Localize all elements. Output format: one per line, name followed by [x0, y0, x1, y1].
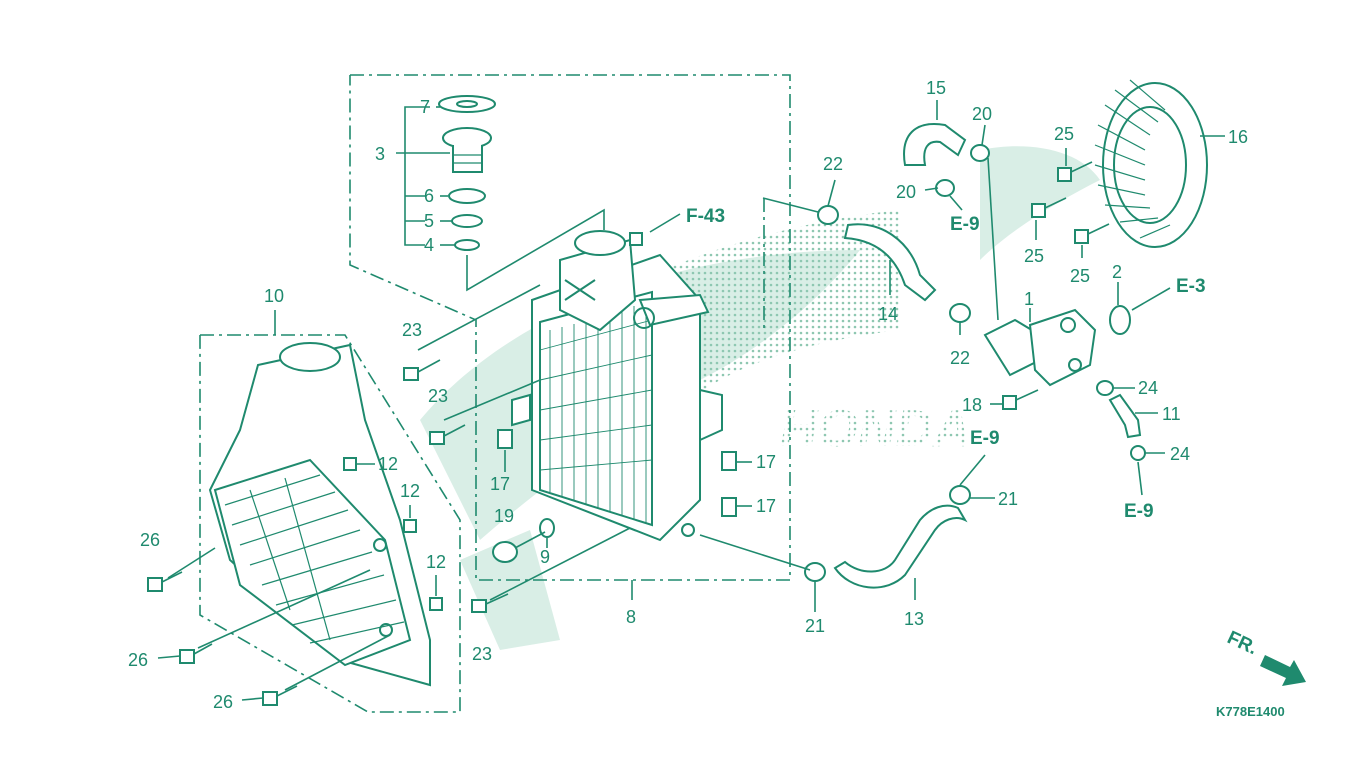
label-part26-c: 26 [213, 692, 233, 712]
hose-part13 [833, 504, 968, 589]
label-part17-b: 17 [756, 452, 776, 472]
label-part24-b: 24 [1170, 444, 1190, 464]
label-part26-b: 26 [128, 650, 148, 670]
ref-f43: F-43 [686, 206, 725, 227]
label-part11: 11 [1162, 404, 1181, 424]
label-part26-a: 26 [140, 530, 160, 550]
seal-part5 [451, 214, 483, 228]
label-part17-a: 17 [490, 474, 510, 494]
washer-part7 [438, 95, 496, 113]
label-part6: 6 [424, 186, 434, 206]
hose-part11 [1108, 393, 1142, 439]
label-part20-b: 20 [896, 182, 916, 202]
label-part12-a: 12 [378, 454, 398, 474]
o-ring-part2 [1109, 305, 1131, 335]
label-part16: 16 [1228, 127, 1248, 147]
label-part8: 8 [626, 607, 636, 627]
label-part12-b: 12 [400, 481, 420, 501]
seal-part4 [454, 239, 480, 251]
bolt-part23 [403, 367, 419, 381]
hose-part15 [903, 123, 967, 166]
seal-part6 [448, 188, 486, 204]
label-part2: 2 [1112, 262, 1122, 282]
label-part10: 10 [264, 286, 284, 306]
label-part17-c: 17 [756, 496, 776, 516]
label-part25-b: 25 [1024, 246, 1044, 266]
cap-assembly [438, 95, 496, 251]
radiator-part8 [511, 230, 723, 542]
diagram-code: K778E1400 [1216, 704, 1285, 719]
label-part7: 7 [420, 97, 430, 117]
label-part25-c: 25 [1070, 266, 1090, 286]
section-references: F-43 E-9 E-9 E-9 E-3 [686, 206, 1206, 522]
part-labels: 7 3 6 5 4 10 23 23 12 12 12 26 26 26 17 … [128, 78, 1248, 712]
watermark-text: HONDA [780, 400, 971, 458]
label-part15: 15 [926, 78, 946, 98]
label-part13: 13 [904, 609, 924, 629]
label-part3: 3 [375, 144, 385, 164]
label-part22-a: 22 [823, 154, 843, 174]
label-part14: 14 [878, 304, 898, 324]
label-part12-c: 12 [426, 552, 446, 572]
label-part24-a: 24 [1138, 378, 1158, 398]
cooling-fan-part16 [1094, 79, 1208, 248]
ref-e9-b: E-9 [970, 428, 1000, 449]
leader-lines [157, 100, 1225, 701]
radiator-shroud-part10 [208, 342, 431, 687]
ref-e9-c: E-9 [1124, 501, 1154, 522]
label-part23-a: 23 [402, 320, 422, 340]
label-part9: 9 [540, 547, 550, 567]
label-part25-a: 25 [1054, 124, 1074, 144]
pump-cover-part1 [983, 308, 1097, 387]
hose-part14 [843, 223, 937, 302]
front-arrow-label: FR. [1224, 627, 1261, 659]
label-part21-a: 21 [998, 489, 1018, 509]
ref-e9-a: E-9 [950, 214, 980, 235]
label-part21-b: 21 [805, 616, 825, 636]
label-part19: 19 [494, 506, 514, 526]
label-part18: 18 [962, 395, 982, 415]
front-direction-arrow: FR. [1224, 627, 1306, 686]
label-part4: 4 [424, 235, 434, 255]
label-part5: 5 [424, 211, 434, 231]
label-part20-a: 20 [972, 104, 992, 124]
assembly-boundaries [199, 74, 791, 713]
ref-e3: E-3 [1176, 276, 1206, 297]
label-part22-b: 22 [950, 348, 970, 368]
label-part23-b: 23 [428, 386, 448, 406]
arrow-icon [1260, 655, 1306, 686]
label-part1: 1 [1024, 289, 1034, 309]
hardware [147, 144, 1146, 706]
label-part23-c: 23 [472, 644, 492, 664]
